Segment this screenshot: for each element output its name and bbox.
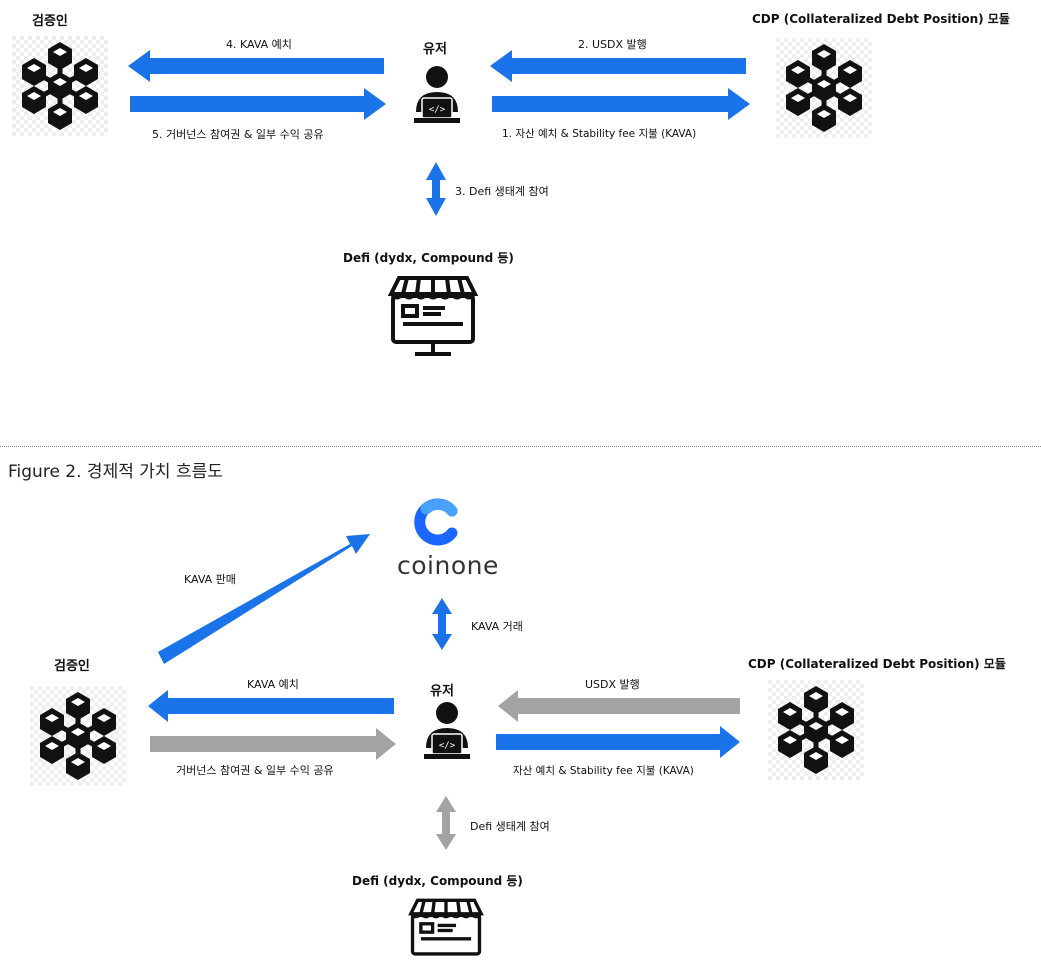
arrow-label-governance: 5. 거버넌스 참여권 & 일부 수익 공유 [152,128,324,141]
arrow-kava-deposit-top [128,50,384,82]
coinone-wordmark: coinone [397,551,499,580]
svg-text:</>: </> [429,105,446,115]
coinone-logo [412,497,462,551]
arrow-kava-deposit-bottom [148,690,394,722]
defi-title-bottom: Defi (dydx, Compound 등) [352,874,523,888]
figure-caption: Figure 2. 경제적 가치 흐름도 [8,462,223,482]
blockchain-network-icon [776,38,872,142]
cdp-title: CDP (Collateralized Debt Position) 모듈 [752,12,1010,26]
blockchain-network-icon [30,686,126,790]
section-divider [0,446,1041,447]
arrow-usdx-issue-bottom [498,690,740,722]
arrow-defi-bottom [436,796,456,850]
arrow-defi-top [426,162,446,216]
arrow-kava-sell [158,534,370,664]
blockchain-network-icon [768,680,864,784]
arrow-label-defi: 3. Defi 생태계 참여 [455,185,549,198]
arrow-usdx-issue-top [490,50,746,82]
arrow-asset-deposit-bottom [496,726,740,758]
arrow-label-usdx-issue: 2. USDX 발행 [578,38,647,51]
arrow-governance-top [130,88,386,120]
svg-text:</>: </> [439,741,456,751]
developer-user-icon: </> [422,700,472,766]
arrow-label-kava-deposit: 4. KAVA 예치 [226,38,292,51]
storefront-monitor-icon [403,897,489,973]
arrow-label-kava-trade: KAVA 거래 [471,620,523,633]
validator-title-bottom: 검증인 [54,659,90,674]
arrow-label-kava-deposit-bottom: KAVA 예치 [247,678,299,691]
cdp-title-bottom: CDP (Collateralized Debt Position) 모듈 [748,657,1006,671]
user-title: 유저 [423,42,447,57]
arrow-asset-deposit-top [492,88,750,120]
arrow-label-asset-deposit: 1. 자산 예치 & Stability fee 지불 (KAVA) [502,128,697,140]
defi-title: Defi (dydx, Compound 등) [343,251,514,265]
arrow-governance-bottom [150,728,396,760]
arrow-kava-trade [432,598,452,650]
blockchain-network-icon [12,36,108,140]
validator-title: 검증인 [32,14,68,29]
user-title-bottom: 유저 [430,684,454,699]
arrow-label-defi-bottom: Defi 생태계 참여 [470,820,550,833]
arrow-label-kava-sell: KAVA 판매 [184,573,236,586]
arrow-label-governance-bottom: 거버넌스 참여권 & 일부 수익 공유 [176,764,334,777]
storefront-monitor-icon [385,274,481,364]
arrow-label-asset-deposit-bottom: 자산 예치 & Stability fee 지불 (KAVA) [513,765,694,777]
arrow-label-usdx-issue-bottom: USDX 발행 [585,678,640,691]
developer-user-icon: </> [412,64,462,130]
